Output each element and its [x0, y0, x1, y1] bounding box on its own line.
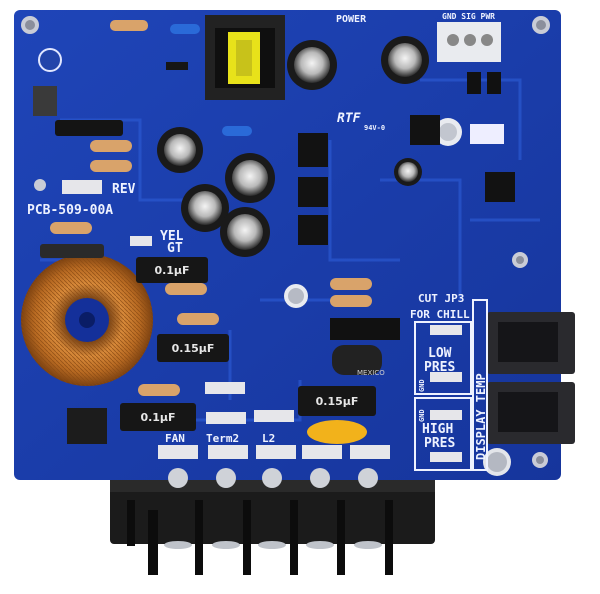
terminal-block: [110, 468, 435, 575]
l2-terminal-label: L2: [262, 432, 275, 445]
rj-jacks: [487, 312, 575, 444]
mounting-holes: [21, 16, 550, 468]
power-label: POWER: [336, 14, 367, 25]
gnd-label-low: GND: [418, 379, 426, 392]
electrolytic-capacitors: [157, 36, 511, 476]
part-number-label: PCB-509-00A: [27, 203, 113, 218]
cut-jp3-label: CUT JP3: [418, 292, 464, 305]
fan-terminal-label: FAN: [165, 432, 185, 445]
display-temp-label: DISPLAY TEMP: [474, 373, 488, 460]
rtf-rating: 94V-0: [364, 124, 385, 132]
high-label: HIGH: [422, 422, 453, 437]
film-capacitors: [120, 257, 376, 431]
ics: [33, 72, 515, 444]
cap-label-2: 0.15µF: [172, 342, 215, 355]
cap-label-1: 0.1µF: [154, 264, 189, 277]
gnd-label-high: GND: [418, 409, 426, 422]
smd-pads: [62, 180, 462, 462]
resistors: [40, 20, 372, 396]
low-label: LOW: [428, 346, 452, 361]
toroid-inductor: [21, 254, 153, 386]
low-pres-label: PRES: [424, 360, 455, 375]
cap-label-3: 0.15µF: [316, 395, 359, 408]
film-cap-labels: 0.1µF 0.15µF 0.15µF 0.1µF: [140, 264, 358, 424]
connector-header-label: GND SIG PWR: [442, 12, 495, 21]
silk-boxes: [414, 299, 488, 471]
term2-terminal-label: Term2: [206, 432, 239, 445]
for-chill-label: FOR CHILL: [410, 308, 470, 321]
rtf-logo: RTF: [337, 111, 362, 126]
cap-label-4: 0.1µF: [140, 411, 175, 424]
yel-label: YEL: [160, 229, 184, 244]
mov-capacitor: [307, 420, 367, 444]
gt-label: GT: [167, 241, 183, 256]
high-pres-label: PRES: [424, 436, 455, 451]
rev-label: REV: [112, 182, 136, 197]
fuse-label: MEXICO: [357, 369, 385, 377]
transformer: [205, 15, 285, 100]
signal-connector: [437, 22, 501, 62]
